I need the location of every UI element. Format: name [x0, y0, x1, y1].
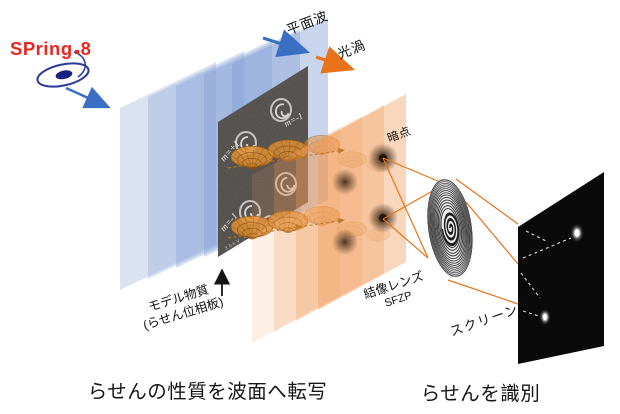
vortex-arrow-icon	[315, 46, 356, 74]
caption-transfer: らせんの性質を波面へ転写	[87, 381, 328, 403]
beam-from-source-arrow-icon	[65, 86, 111, 109]
spring8-logo-text: SPring 8	[10, 38, 91, 60]
spring8-logo: SPring 8	[8, 38, 128, 102]
sfzp-lens-icon	[427, 179, 473, 277]
logo-text-left: SPring	[10, 38, 73, 59]
caption-identify: らせんを識別	[420, 383, 541, 405]
detector-screen	[518, 172, 604, 364]
logo-text-right: 8	[80, 38, 92, 59]
vortex-axis-arrows	[227, 147, 345, 239]
logo-orbit-icon	[36, 51, 90, 88]
plane-wave-arrow-icon	[262, 29, 311, 57]
screen-bright-spots	[539, 224, 584, 325]
screen-dashed-guides	[520, 230, 572, 317]
imaging-rays	[382, 157, 519, 305]
logo-dot-icon	[74, 50, 79, 54]
